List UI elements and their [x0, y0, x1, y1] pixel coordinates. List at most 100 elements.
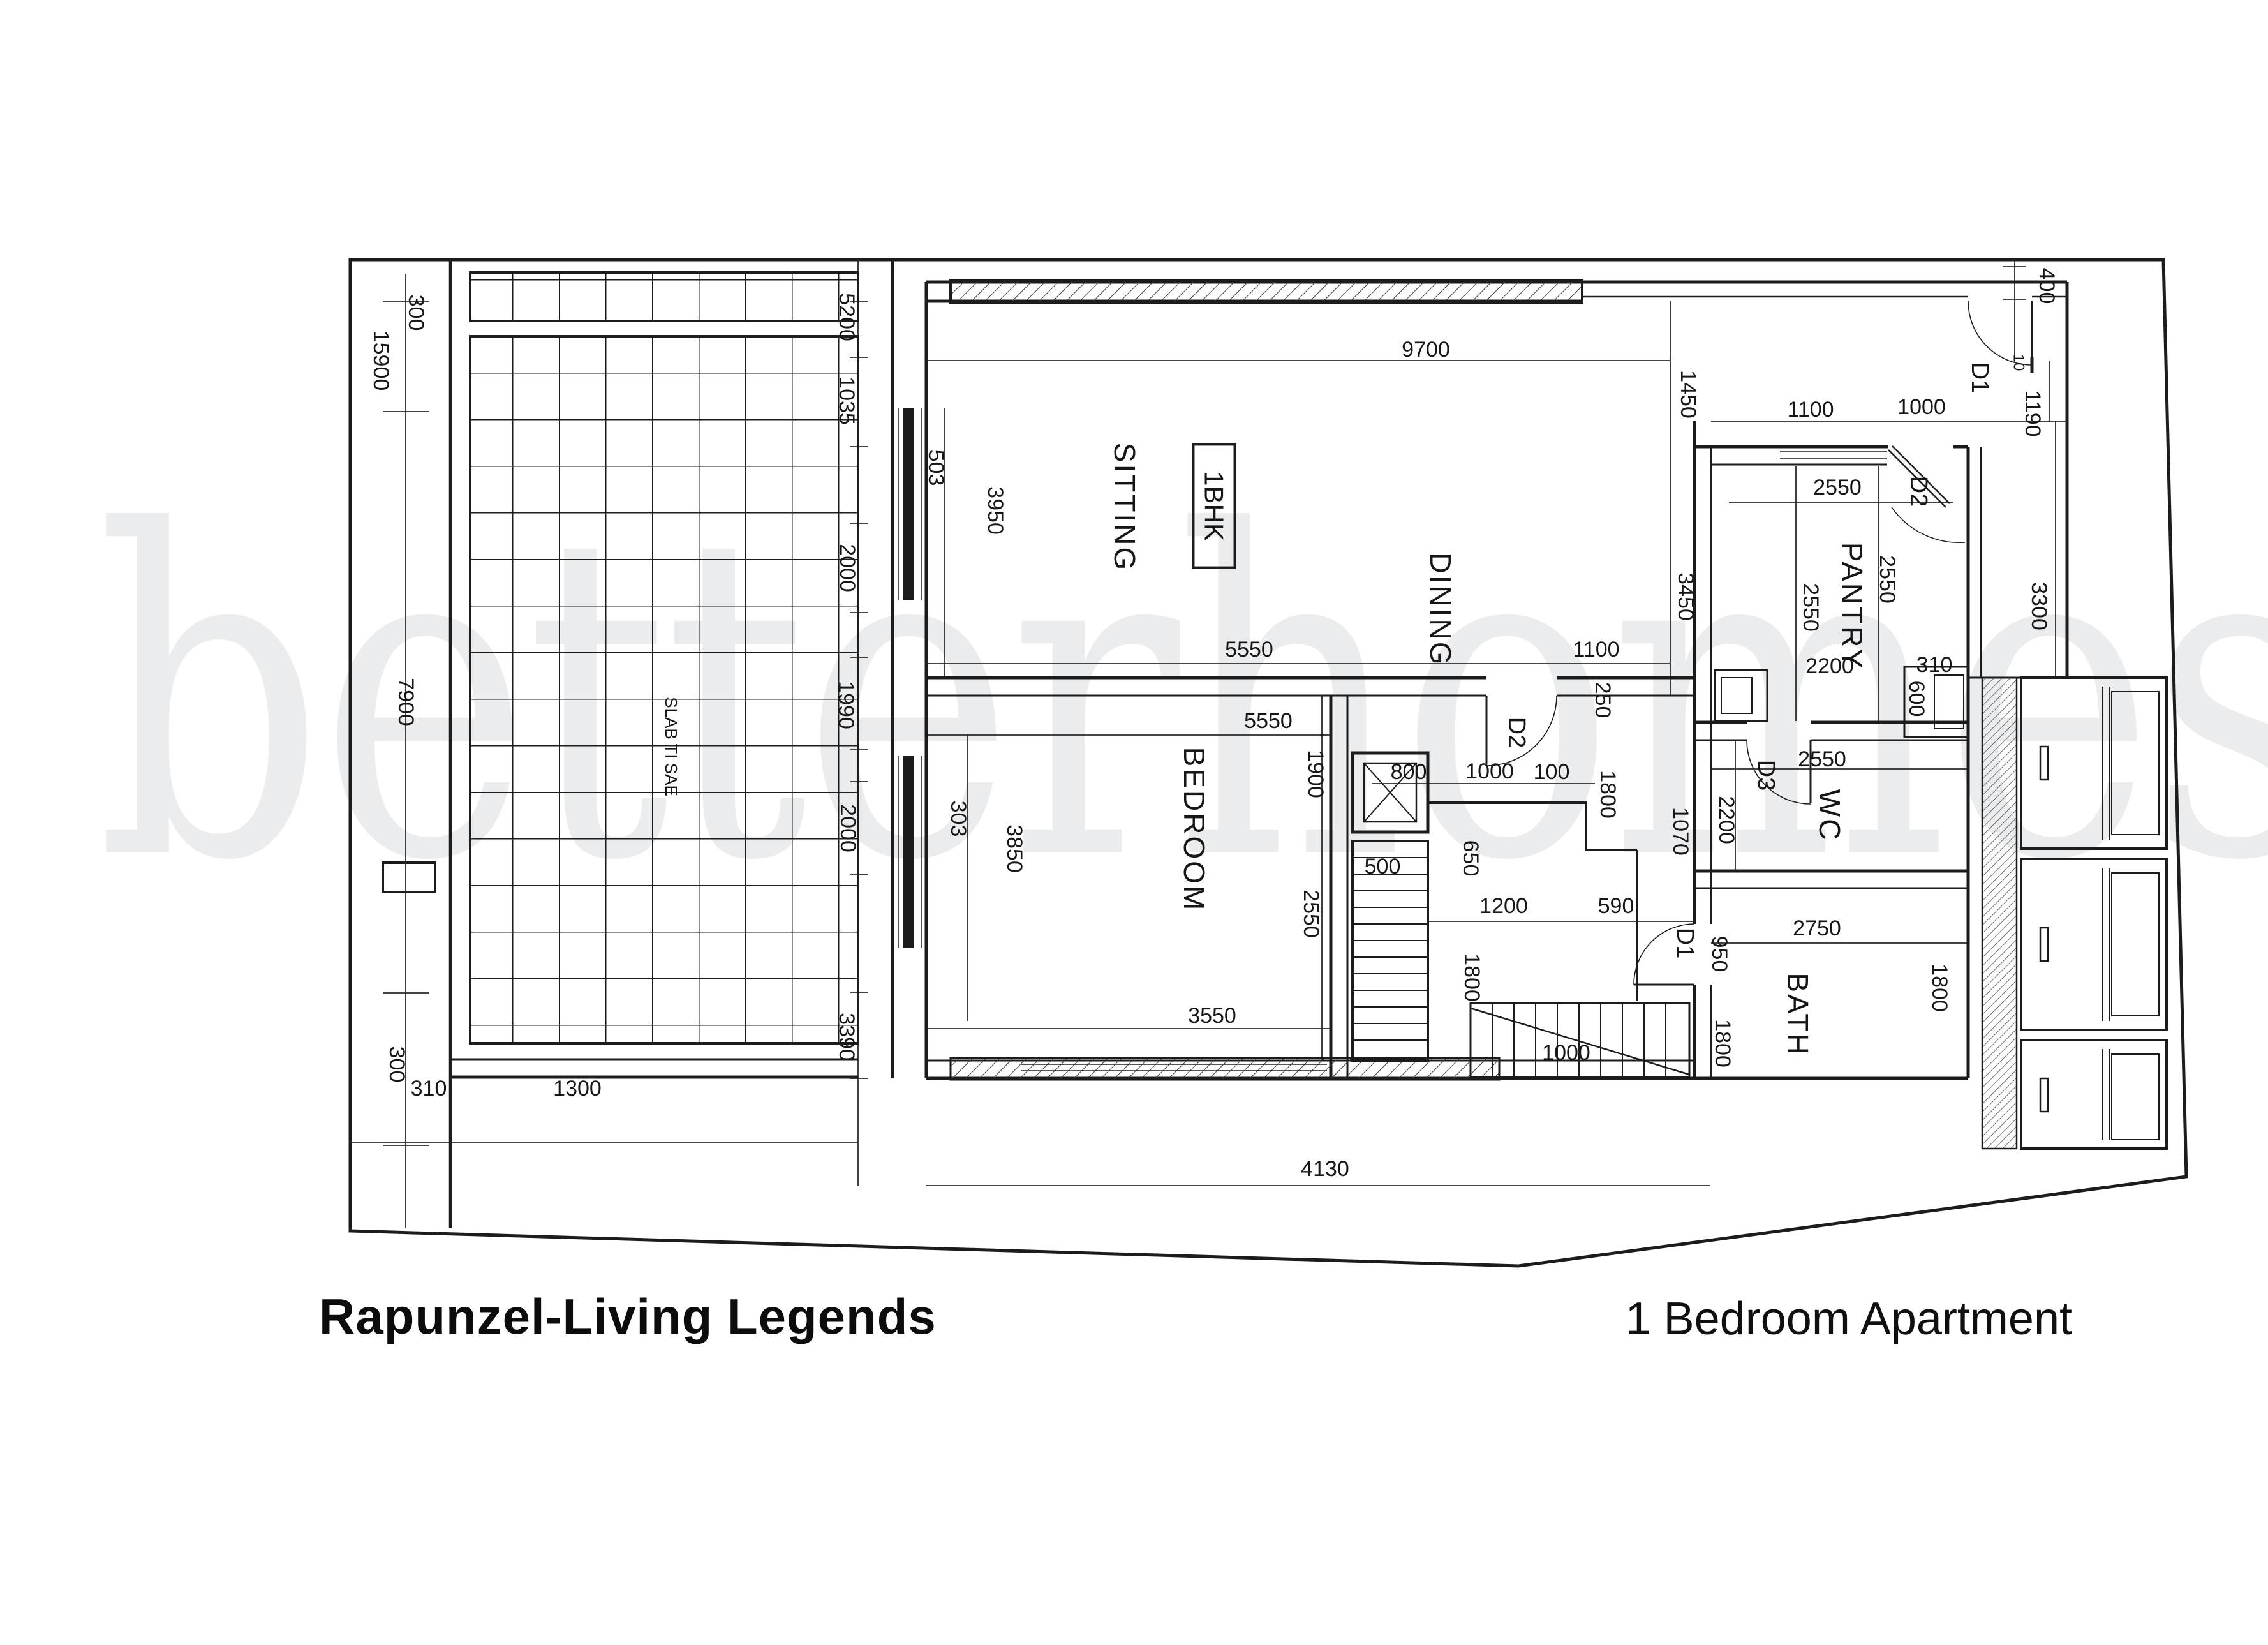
- dim-1800-bath-right: 1800: [1927, 964, 1952, 1012]
- service-duct-hatch: [1981, 676, 2018, 1150]
- dim-2550-pantry-b: 2550: [1875, 555, 1899, 604]
- dim-310-pantry: 310: [1916, 653, 1953, 677]
- wardrobe-unit-2: [2020, 858, 2168, 1031]
- window-bedroom-bottom: [1021, 1064, 1327, 1071]
- room-label-wc: WC: [1813, 789, 1846, 842]
- hatched-walls: [949, 279, 2018, 1150]
- dim-1100-dining: 1100: [1573, 637, 1619, 662]
- wardrobe-units: [2020, 676, 2168, 1150]
- dim-1300-bottom: 1300: [553, 1076, 602, 1101]
- wardrobe-unit-1: [2020, 676, 2168, 850]
- dim-2000-a: 2000: [835, 544, 859, 592]
- staircase-vertical: [1351, 840, 1429, 1062]
- dim-800: 800: [1391, 760, 1427, 784]
- left-boundary-marker: [382, 861, 436, 893]
- dim-100: 100: [1534, 760, 1570, 784]
- dim-5550-a: 5550: [1225, 637, 1273, 662]
- dim-2750: 2750: [1793, 916, 1841, 941]
- dim-1990: 1990: [834, 681, 858, 729]
- room-label-bath: BATH: [1781, 972, 1814, 1056]
- door-label-d1-entry: D1: [1966, 362, 1993, 394]
- dim-1100-entry: 1100: [1787, 398, 1834, 422]
- dim-250: 250: [1590, 682, 1615, 718]
- dim-1200: 1200: [1479, 894, 1528, 918]
- door-label-d2-hall: D2: [1503, 717, 1530, 748]
- unit-type-title: 1 Bedroom Apartment: [1625, 1293, 2072, 1344]
- door-d1-entry-arc: [1968, 301, 2033, 366]
- wardrobe-unit-3: [2020, 1039, 2168, 1150]
- dim-1450: 1450: [1676, 370, 1700, 419]
- dim-5200: 5200: [834, 293, 859, 341]
- terrace-note: SLAB TI SAE: [662, 697, 681, 796]
- door-d2-pantry-arc: [1891, 507, 1966, 544]
- dim-303: 303: [946, 801, 970, 837]
- elevator-icon: [1351, 751, 1430, 834]
- pantry-sink: [1721, 677, 1753, 714]
- window-bedroom: [903, 756, 914, 948]
- door-d3-wc-arc: [1746, 740, 1811, 805]
- dim-950: 950: [1707, 936, 1731, 972]
- dim-15900-left: 15900: [369, 331, 393, 391]
- room-label-sitting: SITTING: [1108, 443, 1141, 572]
- door-d2-hall-arc: [1486, 695, 1557, 766]
- dim-590: 590: [1598, 894, 1634, 918]
- room-label-bedroom: BEDROOM: [1178, 747, 1211, 912]
- pantry-counter: [1714, 669, 1768, 722]
- unit-type-label: 1BHK: [1199, 471, 1229, 541]
- staircase-horizontal: [1469, 1002, 1691, 1078]
- dim-650: 650: [1458, 840, 1483, 877]
- dim-3390: 3390: [834, 1013, 859, 1061]
- dim-10: 10: [2010, 354, 2027, 371]
- dim-2200-wc: 2200: [1714, 796, 1738, 844]
- terrace-tile-grid: [448, 260, 859, 1228]
- site-boundary: [348, 258, 2188, 1268]
- dim-1800-bath-left: 1800: [1710, 1019, 1735, 1068]
- dim-7900-left: 7900: [394, 678, 418, 726]
- dim-500-stair: 500: [1365, 854, 1401, 879]
- door-d1-bath-arc: [1633, 923, 1695, 985]
- dim-1000-stair: 1000: [1542, 1041, 1590, 1065]
- dim-400: 400: [2035, 268, 2059, 304]
- dim-1800-hall: 1800: [1596, 770, 1620, 819]
- dim-2550-pantry-top: 2550: [1813, 475, 1862, 500]
- windows: [898, 408, 1887, 1071]
- balcony-wall-hatch: [949, 279, 1583, 304]
- window-pantry: [1780, 451, 1887, 459]
- window-sitting: [903, 408, 914, 600]
- dim-1070: 1070: [1668, 807, 1693, 856]
- unit-type-box: [1192, 443, 1236, 569]
- project-title: Rapunzel-Living Legends: [319, 1288, 937, 1344]
- dim-2200-pantry: 2200: [1805, 654, 1854, 678]
- door-label-d1-bath: D1: [1671, 928, 1698, 959]
- dim-1800-stair: 1800: [1460, 953, 1484, 1002]
- dim-3450: 3450: [1673, 572, 1698, 621]
- room-label-pantry: PANTRY: [1835, 542, 1869, 670]
- dim-2550-bedroom: 2550: [1299, 889, 1323, 938]
- kitchen-sink: [1934, 674, 1964, 729]
- dim-5550-b: 5550: [1244, 709, 1293, 733]
- dim-9700: 9700: [1402, 338, 1450, 362]
- door-label-d2-pantry: D2: [1905, 476, 1932, 507]
- dim-1000-entry: 1000: [1897, 395, 1946, 419]
- dim-2550-pantry-a: 2550: [1798, 583, 1823, 632]
- dim-4130: 4130: [1301, 1157, 1349, 1181]
- kitchen-counter: [1903, 666, 1969, 738]
- dim-310-bottom: 310: [411, 1076, 447, 1101]
- dim-2000-b: 2000: [836, 804, 860, 852]
- watermark-text: betterhomes: [96, 438, 2268, 958]
- door-arcs: [1485, 301, 2033, 986]
- dim-3850: 3850: [1002, 824, 1027, 873]
- dim-1900: 1900: [1303, 750, 1328, 798]
- room-label-dining: DINING: [1424, 553, 1457, 667]
- dim-3300: 3300: [2027, 582, 2051, 630]
- dim-3950: 3950: [983, 486, 1007, 535]
- dim-1000-hall: 1000: [1465, 759, 1514, 784]
- dim-1035: 1035: [834, 376, 859, 425]
- dim-503: 503: [924, 450, 948, 486]
- dim-3550: 3550: [1188, 1004, 1236, 1028]
- dim-300-top-left: 300: [404, 295, 428, 331]
- door-label-d3-wc: D3: [1753, 760, 1779, 791]
